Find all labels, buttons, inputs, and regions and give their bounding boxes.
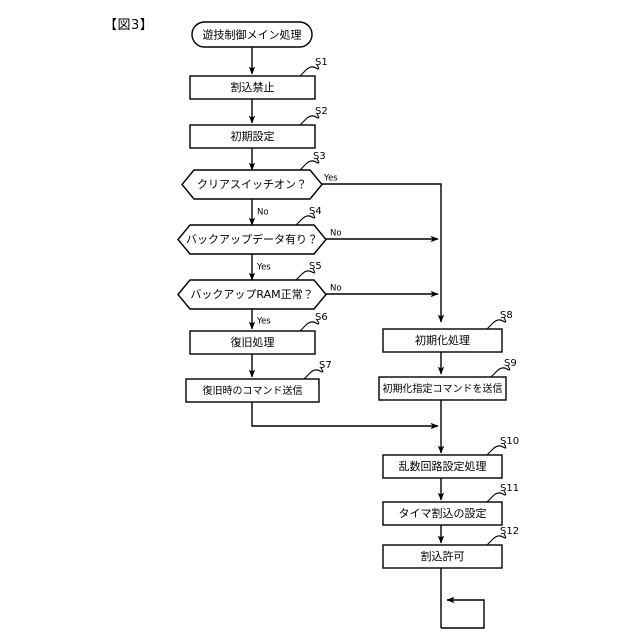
node-s10[interactable]: 乱数回路設定処理 S10 [382, 436, 519, 479]
s9-leader-line [490, 365, 511, 378]
s3-step-label: S3 [313, 151, 326, 162]
s10-leader-line [486, 443, 507, 456]
branch-label-s3-no: No [257, 208, 269, 218]
s12-process-shape [382, 544, 503, 569]
start-terminator-shape [191, 21, 313, 48]
s5-leader-line [295, 268, 316, 281]
s7-step-label: S7 [319, 360, 332, 371]
s8-step-label: S8 [500, 310, 513, 321]
s4-label: バックアップデータ有り？ [186, 232, 318, 246]
s9-process-shape [378, 376, 507, 401]
s3-leader-line [299, 158, 320, 171]
branch-label-s4-no: No [330, 229, 342, 239]
s4-decision-shape [177, 224, 327, 255]
s10-step-label: S10 [500, 436, 519, 447]
branch-label-layer: Yes No No Yes No Yes [256, 174, 342, 327]
s1-label: 割込禁止 [231, 81, 275, 94]
s9-step-label: S9 [504, 358, 517, 369]
node-s4[interactable]: バックアップデータ有り？ S4 [177, 206, 327, 255]
node-s2[interactable]: 初期設定 S2 [189, 106, 328, 149]
branch-label-s3-yes: Yes [323, 174, 338, 184]
s1-process-shape [189, 75, 316, 100]
s11-leader-line [486, 490, 507, 503]
node-s5[interactable]: バックアップRAM正常？ S5 [177, 261, 327, 310]
node-s8[interactable]: 初期化処理 S8 [382, 310, 513, 353]
s2-label: 初期設定 [231, 130, 275, 143]
start-label: 遊技制御メイン処理 [203, 28, 302, 42]
s12-step-label: S12 [500, 526, 519, 537]
s1-step-label: S1 [315, 57, 328, 68]
edge-infinite-loop-back [441, 596, 485, 629]
s6-step-label: S6 [315, 312, 328, 323]
s6-label: 復旧処理 [231, 336, 275, 349]
s5-decision-shape [177, 279, 327, 310]
connector-layer [248, 47, 485, 629]
s11-label: タイマ割込の設定 [399, 507, 487, 520]
s3-label: クリアスイッチオン？ [197, 178, 307, 191]
s2-step-label: S2 [315, 106, 328, 117]
s2-leader-line [299, 113, 320, 126]
s6-leader-line [299, 319, 320, 332]
s8-label: 初期化処理 [415, 334, 470, 347]
branch-label-s5-no: No [330, 284, 342, 294]
node-s9[interactable]: 初期化指定コマンドを送信 S9 [378, 358, 517, 401]
s7-leader-line [303, 367, 324, 380]
node-s6[interactable]: 復旧処理 S6 [189, 312, 328, 355]
s5-label: バックアップRAM正常？ [190, 288, 313, 301]
node-s7[interactable]: 復旧時のコマンド送信 S7 [185, 360, 332, 403]
s11-step-label: S11 [500, 483, 519, 494]
node-s3[interactable]: クリアスイッチオン？ S3 [181, 151, 326, 200]
node-start[interactable]: 遊技制御メイン処理 [191, 21, 313, 48]
s3-decision-shape [181, 169, 323, 200]
s9-label: 初期化指定コマンドを送信 [383, 382, 503, 395]
s8-leader-line [486, 317, 507, 330]
branch-label-s5-yes: Yes [256, 317, 271, 327]
s7-process-shape [185, 378, 320, 403]
s8-process-shape [382, 328, 503, 353]
edge-s7-to-s10-join [251, 402, 439, 430]
node-s11[interactable]: タイマ割込の設定 S11 [382, 483, 519, 526]
figure-number-label: 【図3】 [104, 18, 154, 33]
s4-step-label: S4 [309, 206, 322, 217]
s11-process-shape [382, 501, 503, 526]
edge-s3-yes-to-rail [322, 183, 445, 323]
node-s12[interactable]: 割込許可 S12 [382, 526, 519, 569]
s5-step-label: S5 [309, 261, 322, 272]
s7-label: 復旧時のコマンド送信 [203, 384, 303, 397]
s6-process-shape [189, 330, 316, 355]
s1-leader-line [299, 64, 320, 77]
node-s1[interactable]: 割込禁止 S1 [189, 57, 328, 100]
s4-leader-line [295, 213, 316, 226]
s10-label: 乱数回路設定処理 [399, 460, 487, 473]
s2-process-shape [189, 124, 316, 149]
s10-process-shape [382, 454, 503, 479]
s12-leader-line [486, 533, 507, 546]
branch-label-s4-yes: Yes [256, 263, 271, 273]
s12-label: 割込許可 [421, 549, 465, 563]
